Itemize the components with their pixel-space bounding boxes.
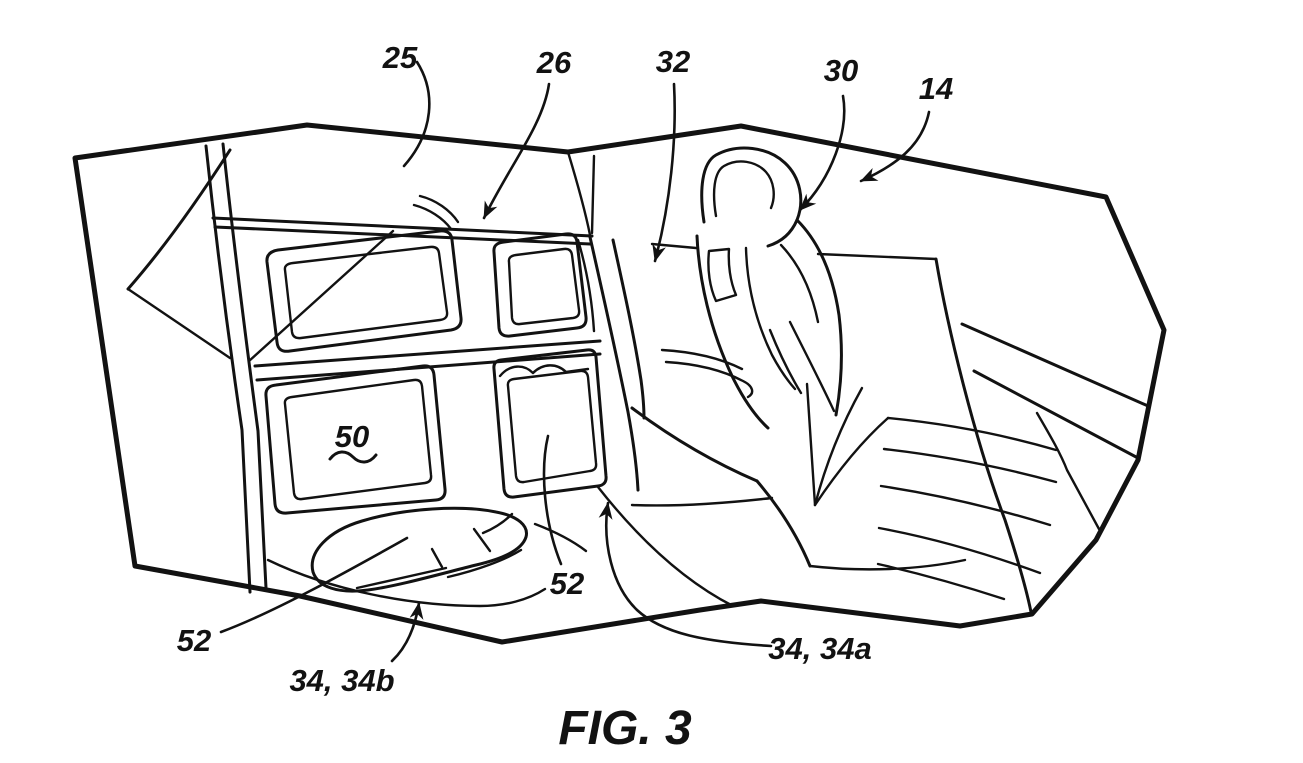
- floor-under-seat: [808, 558, 967, 571]
- leader-14: [859, 110, 931, 183]
- seatback-crease-1: [788, 320, 836, 413]
- door-pull-lower: [664, 360, 754, 399]
- ref-label-52-center: 52: [550, 566, 584, 601]
- tray-inner-bottom: [355, 566, 448, 590]
- rear-cushion-top: [886, 416, 1058, 452]
- cushion-pleat-b: [813, 386, 864, 507]
- a-pillar-windshield: [126, 142, 460, 594]
- console-diagonal-2: [972, 369, 1140, 460]
- ref-label-30: 30: [824, 53, 858, 88]
- ref-label-34-34a: 34, 34a: [768, 631, 871, 666]
- ref-50-squiggle-underline: [328, 450, 378, 464]
- leader-52-left: [219, 536, 409, 634]
- console-diagonal-3: [1035, 411, 1101, 531]
- rear-pleat-3: [877, 526, 1042, 575]
- upper-window-right-inner: [507, 247, 581, 326]
- upper-window-right-edge: [576, 238, 596, 333]
- door-trim-panel: [211, 216, 608, 608]
- leader-32: [652, 82, 676, 263]
- console-diagonal-1: [960, 322, 1150, 408]
- leader-52-center: [542, 434, 563, 566]
- reference-labels: 25 26 32 30 14 50 52 52 34, 34b 34, 34a: [177, 40, 953, 698]
- window-divider-outer: [566, 150, 592, 237]
- rear-pleat-1: [882, 447, 1058, 484]
- a-pillar-rear-edge: [221, 142, 268, 590]
- headrest-gap: [707, 247, 738, 303]
- door-pull-upper: [660, 348, 744, 371]
- ref-label-25: 25: [382, 40, 418, 75]
- leader-30: [798, 94, 846, 212]
- cushion-pleat-a: [805, 382, 817, 507]
- leader-34-34b: [390, 601, 424, 663]
- cushion-front-edge: [755, 479, 812, 568]
- upper-window-left-outer: [265, 229, 463, 353]
- rear-pleat-2: [879, 484, 1052, 527]
- a-pillar-front-edge: [204, 144, 252, 594]
- b-pillar-front: [588, 235, 640, 492]
- assist-grip: [412, 194, 460, 231]
- display-panel-frame: [264, 364, 447, 515]
- tray-outline: [310, 506, 528, 593]
- rear-pleat-4: [876, 562, 1006, 601]
- armrest-tray: [310, 506, 588, 593]
- cowl-line: [126, 287, 232, 360]
- upper-window-right-outer: [492, 232, 588, 338]
- display-panel-screen: [283, 378, 433, 501]
- leader-26: [482, 82, 551, 220]
- tray-to-sill: [533, 522, 588, 553]
- ref-label-14: 14: [919, 71, 953, 106]
- leader-25: [402, 60, 431, 168]
- border-polygon: [72, 122, 1167, 645]
- ref-label-52-left: 52: [177, 623, 211, 658]
- tray-inner-right: [481, 512, 514, 535]
- ref-label-26: 26: [536, 45, 572, 80]
- ref-label-32: 32: [656, 44, 690, 79]
- tray-slot-rear: [430, 547, 444, 569]
- front-seat: [630, 146, 967, 571]
- upper-window-left-inner: [283, 245, 449, 340]
- leader-34-34a: [598, 501, 773, 648]
- window-divider-inner: [590, 154, 596, 235]
- belt-line-outer: [211, 216, 594, 238]
- figure-caption: FIG. 3: [558, 702, 692, 755]
- headrest-outline: [700, 146, 803, 248]
- map-pocket-inner: [506, 369, 598, 484]
- tray-edge-double: [446, 548, 523, 579]
- map-pocket-scallop: [498, 364, 590, 378]
- mid-rail-upper: [253, 339, 602, 368]
- rear-quarter-console: [650, 242, 1150, 614]
- ref-label-50: 50: [335, 419, 369, 454]
- rocker-line: [630, 496, 774, 507]
- b-pillar-rear: [611, 238, 646, 420]
- b-pillar-sill: [566, 150, 774, 608]
- seatback-bolster: [744, 246, 797, 391]
- seatback-crease-2: [768, 328, 803, 395]
- leader-lines: [219, 60, 931, 663]
- sill-edge: [596, 485, 735, 608]
- shoulder-inner: [779, 243, 820, 324]
- seatback-shoulder: [795, 218, 843, 417]
- cushion-pleat-c: [813, 416, 890, 507]
- figure-border: [72, 122, 1167, 645]
- ref-label-34-34b: 34, 34b: [289, 663, 394, 698]
- headrest-inner: [712, 160, 775, 218]
- tray-slot-front: [472, 527, 492, 553]
- cushion-top-edge: [630, 406, 759, 483]
- belt-line-seg-rear: [816, 252, 938, 261]
- windshield-curve: [126, 148, 232, 291]
- quarter-trim-edge: [934, 257, 1033, 614]
- mirror-sail-line: [247, 229, 395, 363]
